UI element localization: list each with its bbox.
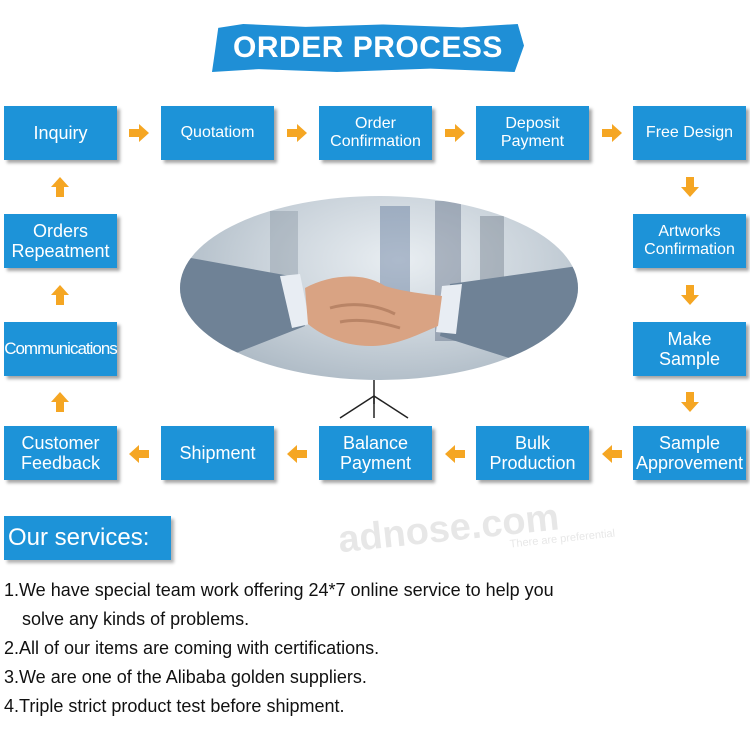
arrow-right-icon — [286, 122, 308, 144]
arrow-down-icon — [679, 391, 701, 413]
banner-title: ORDER PROCESS — [233, 31, 503, 64]
arrow-up-icon — [49, 176, 71, 198]
arrow-up-icon — [49, 284, 71, 306]
step-shipment: Shipment — [161, 426, 274, 480]
order-process-banner: ORDER PROCESS — [212, 24, 524, 72]
arrow-left-icon — [444, 443, 466, 465]
step-communications: Communications — [4, 322, 118, 376]
arrow-right-icon — [444, 122, 466, 144]
step-order-confirmation: Order Confirmation — [319, 106, 432, 160]
arrow-down-icon — [679, 284, 701, 306]
step-label: Deposit Payment — [500, 115, 565, 150]
step-customer-feedback: Customer Feedback — [4, 426, 117, 480]
step-label: Quotatiom — [180, 124, 255, 141]
watermark: adnose.com There are preferential — [336, 491, 615, 569]
step-label: Artworks Confirmation — [644, 223, 735, 258]
step-balance-payment: Balance Payment — [319, 426, 432, 480]
arrow-right-icon — [128, 122, 150, 144]
step-label: Sample Approvement — [635, 433, 744, 473]
step-label: Inquiry — [33, 123, 88, 143]
service-line-3: 3.We are one of the Alibaba golden suppl… — [4, 667, 367, 687]
step-label: Orders Repeatment — [11, 221, 110, 261]
arrow-right-icon — [601, 122, 623, 144]
arrow-down-icon — [679, 176, 701, 198]
step-bulk-production: Bulk Production — [476, 426, 589, 480]
services-title: Our services: — [4, 516, 171, 560]
service-line-1a: 1.We have special team work offering 24*… — [4, 580, 554, 600]
step-label: Make Sample — [658, 329, 721, 369]
step-label: Bulk Production — [489, 433, 576, 473]
step-label: Balance Payment — [339, 433, 412, 473]
handshake-photo — [180, 196, 578, 380]
step-inquiry: Inquiry — [4, 106, 117, 160]
arrow-left-icon — [128, 443, 150, 465]
arrow-left-icon — [601, 443, 623, 465]
step-label: Communications — [4, 339, 118, 358]
step-deposit-payment: Deposit Payment — [476, 106, 589, 160]
watermark-brand: adnose.com — [336, 496, 562, 562]
step-artworks-confirmation: Artworks Confirmation — [633, 214, 746, 268]
step-free-design: Free Design — [633, 106, 746, 160]
arrow-up-icon — [49, 391, 71, 413]
step-label: Free Design — [645, 124, 734, 141]
step-label: Customer Feedback — [20, 433, 101, 473]
step-quotation: Quotatiom — [161, 106, 274, 160]
step-label: Shipment — [179, 443, 256, 463]
step-make-sample: Make Sample — [633, 322, 746, 376]
arrow-left-icon — [286, 443, 308, 465]
service-line-4: 4.Triple strict product test before ship… — [4, 696, 345, 716]
step-label: Order Confirmation — [330, 115, 421, 150]
service-line-2: 2.All of our items are coming with certi… — [4, 638, 380, 658]
step-orders-repeatment: Orders Repeatment — [4, 214, 117, 268]
service-line-1b: solve any kinds of problems. — [22, 609, 250, 629]
step-sample-approvement: Sample Approvement — [633, 426, 746, 480]
tripod-stand-icon — [336, 380, 412, 425]
